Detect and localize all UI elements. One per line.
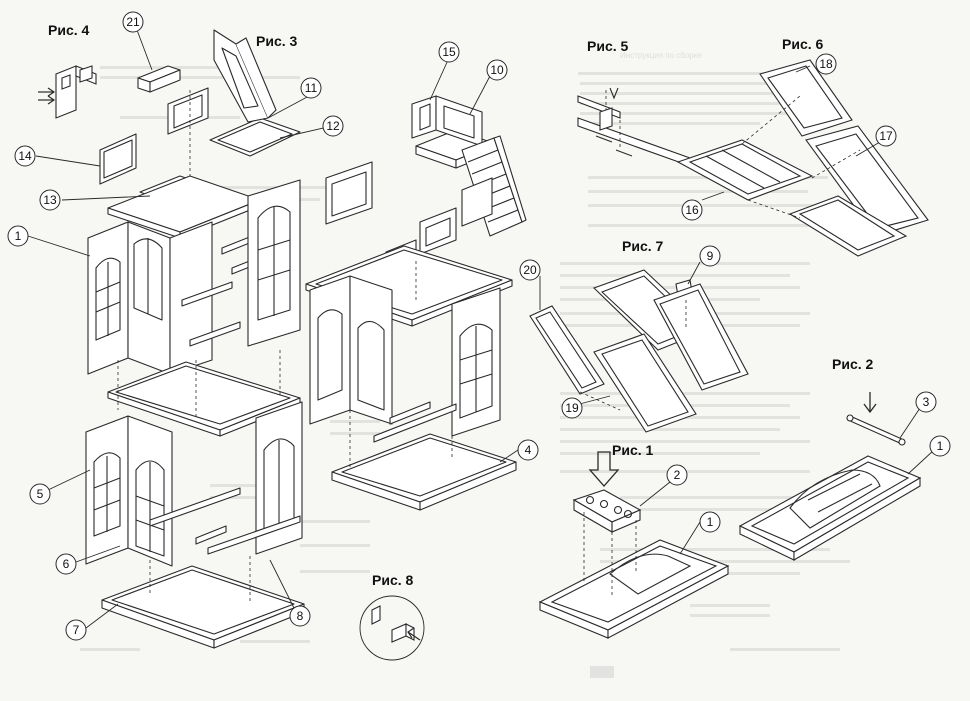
callout-8: 8 (289, 605, 311, 627)
callout-1-house: 1 (7, 225, 29, 247)
fig7-label: Рис. 7 (622, 238, 664, 254)
right-mid-center-wall (349, 275, 393, 425)
callout-1-fig1: 1 (699, 511, 721, 533)
bleed-heading: Инструкция по сборке (620, 51, 702, 60)
fig3-exploded-house (85, 29, 527, 649)
part-20-side-panel (529, 305, 605, 395)
fig5-latch-detail (577, 87, 691, 167)
fig2-floor-panel (738, 392, 922, 561)
svg-text:18: 18 (819, 57, 833, 71)
callout-9: 9 (699, 245, 721, 267)
callout-7: 7 (65, 619, 87, 641)
part-19-lower-panel (593, 333, 697, 433)
svg-text:11: 11 (305, 81, 318, 95)
mid-upper-wall (325, 161, 373, 225)
fig4-connector-detail (38, 65, 97, 119)
part-8-rail (207, 515, 301, 555)
svg-text:2: 2 (674, 468, 681, 482)
svg-text:6: 6 (63, 557, 70, 571)
fig1-label: Рис. 1 (612, 442, 654, 458)
part-3-peg-rod (847, 415, 905, 445)
svg-text:1: 1 (707, 515, 714, 529)
callout-6: 6 (55, 553, 77, 575)
svg-text:20: 20 (523, 263, 537, 277)
svg-text:10: 10 (490, 63, 504, 77)
fig3-label: Рис. 3 (256, 33, 298, 49)
fig8-corner-detail (359, 595, 425, 661)
callout-15: 15 (438, 41, 460, 63)
callout-5: 5 (29, 483, 51, 505)
svg-text:5: 5 (37, 487, 44, 501)
part-12-roof-frame (209, 117, 301, 157)
fig8-label: Рис. 8 (372, 572, 414, 588)
callout-16: 16 (681, 199, 703, 221)
callout-13: 13 (39, 189, 61, 211)
svg-text:12: 12 (326, 119, 340, 133)
part-4-base-plate (331, 433, 517, 503)
fig4-label: Рис. 4 (48, 22, 90, 38)
part-7-base-plate (101, 565, 305, 641)
callout-2: 2 (666, 464, 688, 486)
svg-text:7: 7 (73, 623, 80, 637)
part-15-railing (411, 95, 437, 139)
callout-17: 17 (875, 125, 897, 147)
svg-text:17: 17 (879, 129, 893, 143)
roof-wall-back (99, 133, 137, 185)
svg-text:16: 16 (685, 203, 699, 217)
callout-20: 20 (519, 259, 541, 281)
right-mid-left-wall (309, 275, 351, 425)
svg-text:14: 14 (18, 149, 32, 163)
svg-text:19: 19 (565, 401, 579, 415)
fig6-label: Рис. 6 (782, 36, 824, 52)
part-18-railing (759, 59, 853, 137)
callout-14: 14 (14, 145, 36, 167)
callout-18: 18 (815, 53, 837, 75)
fig7-gallery-assembly (529, 269, 749, 433)
fig5-label: Рис. 5 (587, 38, 629, 54)
svg-text:21: 21 (126, 15, 140, 29)
svg-text:1: 1 (937, 439, 944, 453)
callout-21: 21 (122, 11, 144, 33)
callout-19: 19 (561, 397, 583, 419)
fig1-floor-assembly (538, 451, 730, 639)
part-6-rail (149, 487, 241, 527)
svg-text:9: 9 (707, 249, 714, 263)
fig2-label: Рис. 2 (832, 356, 874, 372)
svg-text:8: 8 (297, 609, 304, 623)
callout-12: 12 (322, 115, 344, 137)
callout-3: 3 (915, 391, 937, 413)
callout-11: 11 (300, 77, 322, 99)
svg-text:15: 15 (442, 45, 456, 59)
callout-10: 10 (486, 59, 508, 81)
roof-wall-left (167, 87, 209, 135)
callout-1-fig2: 1 (929, 435, 951, 457)
callout-4: 4 (517, 439, 539, 461)
svg-text:3: 3 (923, 395, 930, 409)
svg-text:13: 13 (43, 193, 57, 207)
callout-markers: 21 11 12 14 13 1 5 6 7 8 15 10 4 18 17 1… (7, 11, 951, 641)
svg-text:4: 4 (525, 443, 532, 457)
svg-text:1: 1 (15, 229, 22, 243)
fig8-detail-circle (359, 595, 425, 661)
fig6-balcony-assembly (676, 59, 929, 257)
